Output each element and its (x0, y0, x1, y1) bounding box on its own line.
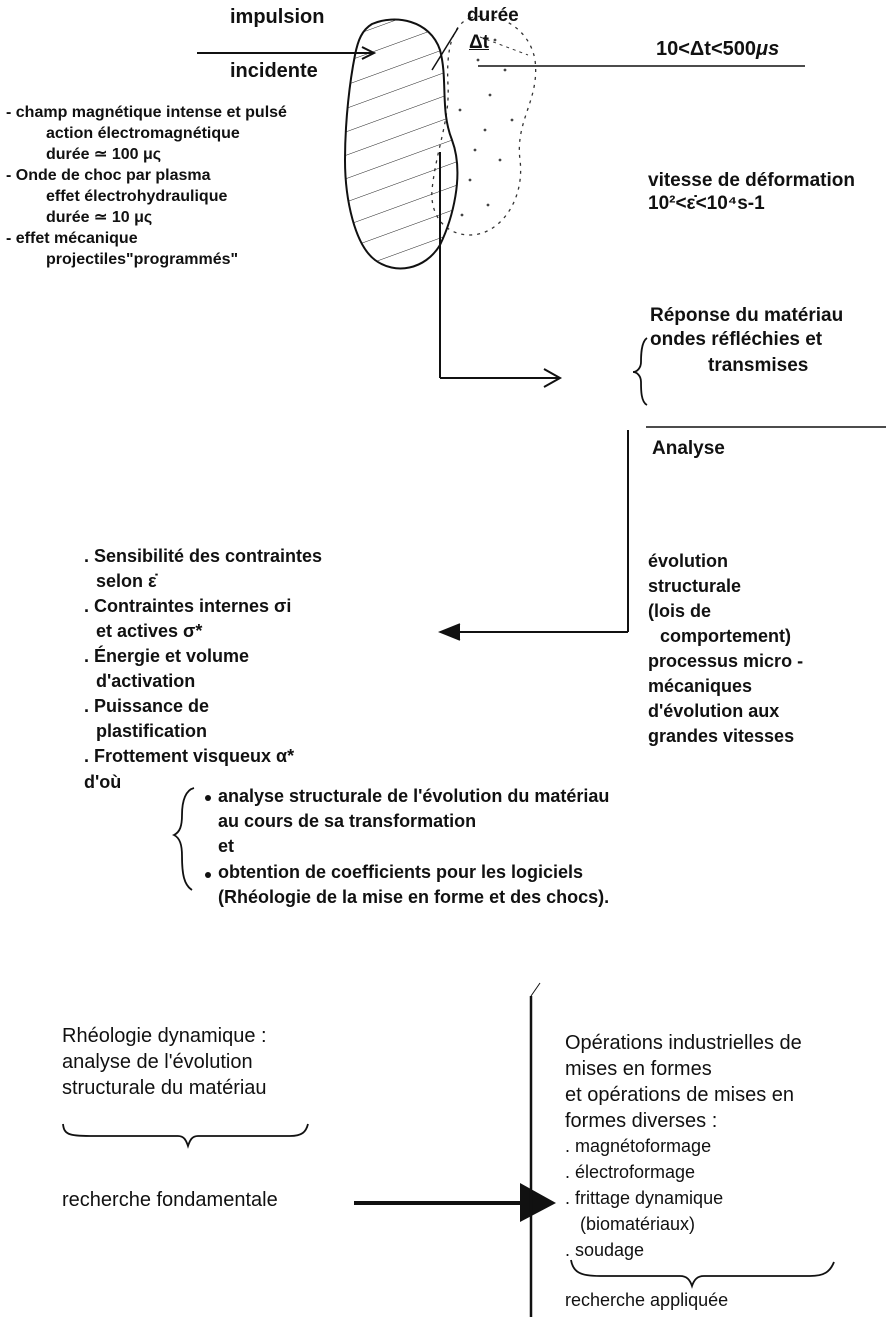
analysis-item-4: . Puissance de (84, 696, 210, 716)
evolution-line-2: structurale (648, 576, 742, 596)
evolution-line-5: processus micro - (648, 651, 804, 671)
method-2-detail: effet électrohydraulique (46, 188, 228, 205)
reponse-line-1: ondes réfléchies et (650, 329, 823, 350)
operations-line-1: Opérations industrielles de (565, 1032, 802, 1054)
operations-line-3: et opérations de mises en (565, 1084, 795, 1106)
conclusion-line-5: (Rhéologie de la mise en forme et des ch… (218, 887, 610, 907)
rheologie-line-1: Rhéologie dynamique : (62, 1025, 267, 1047)
analysis-item-1b: selon ε̇ (96, 571, 157, 591)
evolution-line-1: évolution (648, 551, 728, 571)
recherche-appliquee: recherche appliquée (565, 1290, 729, 1310)
impulsion-label: impulsion (230, 6, 325, 28)
method-1: - champ magnétique intense et pulsé (6, 104, 287, 121)
evolution-line-6: mécaniques (648, 676, 753, 696)
evolution-line-4: comportement) (660, 626, 792, 646)
analysis-item-3: . Énergie et volume (84, 646, 250, 666)
vitesse-label: vitesse de déformation (648, 170, 855, 191)
delta-t-label: Δt (469, 32, 489, 53)
recherche-fondamentale: recherche fondamentale (62, 1189, 278, 1211)
analyse-label: Analyse (652, 438, 725, 459)
incidente-label: incidente (230, 60, 318, 82)
evolution-line-3: (lois de (648, 601, 712, 621)
duration-range: 10<Δt<500μs (656, 37, 779, 61)
evolution-line-7: d'évolution aux (648, 701, 780, 721)
conclusion-line-2: au cours de sa transformation (218, 811, 477, 831)
conclusion-line-1: analyse structurale de l'évolution du ma… (218, 786, 610, 806)
analysis-item-4b: plastification (96, 721, 208, 741)
analysis-item-5: . Frottement visqueux α* (84, 746, 295, 766)
duration-range-value: 10<Δt<500 (656, 38, 757, 60)
evolution-line-8: grandes vitesses (648, 726, 795, 746)
operations-item-3b: (biomatériaux) (580, 1214, 696, 1234)
operations-line-2: mises en formes (565, 1058, 712, 1080)
method-2: - Onde de choc par plasma (6, 167, 211, 184)
rheologie-line-2: analyse de l'évolution (62, 1051, 253, 1073)
operations-line-4: formes diverses : (565, 1110, 718, 1132)
operations-item-3: . frittage dynamique (565, 1188, 724, 1208)
method-3: - effet mécanique (6, 230, 138, 247)
operations-item-1: . magnétoformage (565, 1136, 712, 1156)
duration-range-unit: μs (756, 38, 780, 60)
incident-impulse-blob (343, 18, 459, 270)
rheologie-line-3: structurale du matériau (62, 1077, 267, 1099)
blob-dots (458, 38, 514, 217)
method-2-duration: durée ≃ 10 μς (46, 209, 153, 226)
method-1-duration: durée ≃ 100 μς (46, 146, 162, 163)
operations-item-2: . électroformage (565, 1162, 696, 1182)
conclusion-line-4: obtention de coefficients pour les logic… (218, 862, 584, 882)
method-1-detail: action électromagnétique (46, 125, 240, 142)
reponse-title: Réponse du matériau (650, 305, 844, 326)
vitesse-range: 10²<ε̇<10⁴s-1 (648, 193, 765, 214)
analysis-item-2: . Contraintes internes σi (84, 596, 292, 616)
conclusion-line-3: et (218, 836, 235, 856)
analysis-item-2b: et actives σ* (96, 621, 203, 641)
operations-item-4: . soudage (565, 1240, 645, 1260)
reponse-line-2: transmises (708, 355, 809, 376)
method-3-detail: projectiles"programmés" (46, 251, 239, 268)
analysis-item-3b: d'activation (96, 671, 196, 691)
duree-label: durée (467, 5, 519, 26)
analysis-item-1: . Sensibilité des contraintes (84, 546, 323, 566)
dou-label: d'où (84, 772, 122, 792)
